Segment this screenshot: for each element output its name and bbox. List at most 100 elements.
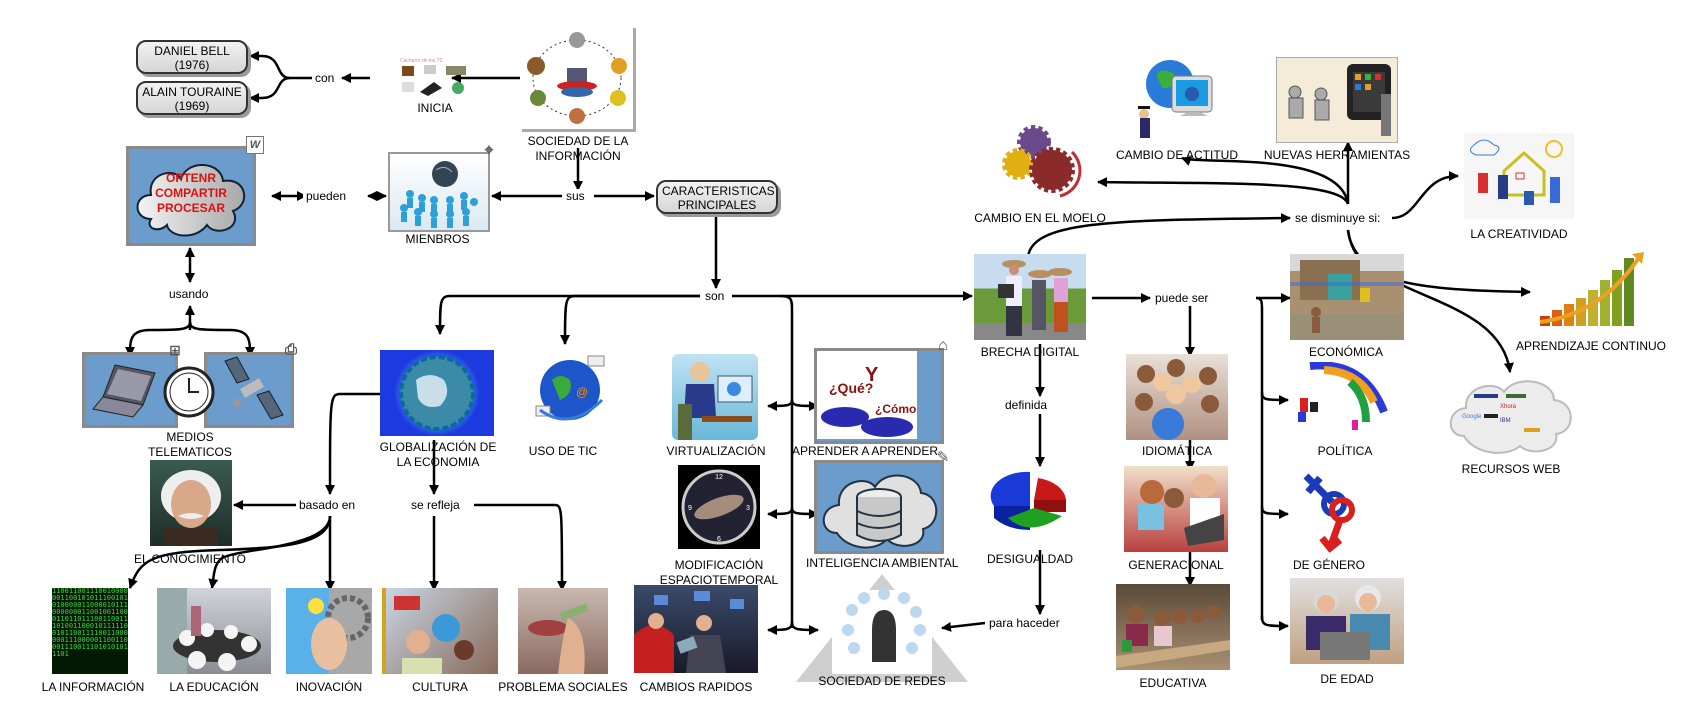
svg-text:Google: Google bbox=[1462, 414, 1482, 420]
politica-label: POLÍTICA bbox=[1317, 444, 1373, 458]
recursos-web-image[interactable]: Xhora Google IBM bbox=[1444, 372, 1578, 456]
graduate-monitor-icon bbox=[1138, 60, 1213, 138]
elderly-laptop-icon bbox=[1306, 585, 1390, 660]
inteligencia-image[interactable] bbox=[814, 460, 944, 554]
house-icon[interactable]: ⌂ bbox=[938, 337, 948, 354]
problemas-image[interactable] bbox=[518, 588, 608, 674]
laptop-node[interactable] bbox=[82, 352, 178, 428]
cambio-modelo-image[interactable] bbox=[996, 122, 1086, 198]
growth-bar-chart-icon bbox=[1539, 252, 1644, 326]
aprendizaje-label: APRENDIZAJE CONTINUO bbox=[1516, 339, 1667, 353]
economica-label: ECONÓMICA bbox=[1308, 345, 1383, 359]
svg-text:6: 6 bbox=[717, 536, 721, 543]
caracteristicas-node[interactable]: CARACTERISTICAS PRINCIPALES bbox=[656, 180, 778, 214]
aprendizaje-image[interactable] bbox=[1532, 248, 1650, 334]
educacion-label: LA EDUCACIÓN bbox=[169, 680, 259, 694]
globe-icon bbox=[399, 355, 475, 431]
linking-word-con: con bbox=[312, 71, 338, 85]
recursos-web-label: RECURSOS WEB bbox=[1461, 462, 1561, 476]
educacion-image[interactable] bbox=[157, 588, 271, 674]
virtualizacion-image[interactable] bbox=[672, 354, 758, 440]
linking-word-pueden: pueden bbox=[303, 189, 350, 203]
linking-word-definida: definida bbox=[1002, 398, 1051, 412]
desigualdad-image[interactable] bbox=[988, 466, 1072, 542]
sociedad-informacion-label: SOCIEDAD DE LA INFORMACIÓN bbox=[527, 134, 629, 163]
sociedad-redes-image[interactable] bbox=[792, 570, 972, 688]
smoking-icon bbox=[528, 603, 589, 674]
edad-image[interactable] bbox=[1290, 578, 1404, 664]
cambios-rapidos-image[interactable] bbox=[634, 585, 758, 673]
printer-icon[interactable]: ⎙ bbox=[284, 341, 297, 358]
linking-word-son: son bbox=[702, 289, 728, 303]
uso-tic-label: USO DE TIC bbox=[528, 444, 598, 458]
politica-image[interactable] bbox=[1294, 362, 1394, 432]
conocimiento-image[interactable] bbox=[150, 460, 232, 546]
sociedad-informacion-image[interactable] bbox=[522, 28, 636, 132]
globalizacion-image[interactable] bbox=[380, 350, 494, 436]
linking-word-se-refleja: se refleja bbox=[408, 498, 463, 512]
daniel-bell-node[interactable]: DANIEL BELL (1976) bbox=[136, 40, 248, 74]
svg-text:12: 12 bbox=[715, 474, 723, 481]
linking-word-para-haceder: para haceder bbox=[986, 616, 1063, 630]
aprender-image[interactable]: ¿Qué? Y ¿Cómo? bbox=[814, 348, 944, 444]
brecha-image[interactable] bbox=[974, 254, 1086, 340]
inicia-image: Cacharro de los 70 bbox=[400, 58, 475, 98]
gears-icon bbox=[1002, 125, 1082, 198]
mienbros-image[interactable] bbox=[388, 152, 490, 232]
culture-collage-icon bbox=[382, 588, 474, 674]
cambios-rapidos-label: CAMBIOS RAPIDOS bbox=[639, 680, 753, 694]
economica-image[interactable] bbox=[1290, 254, 1404, 340]
satellite-node[interactable] bbox=[204, 352, 294, 428]
optenr-compartir-procesar-node[interactable]: OPTENR COMPARTIR PROCESAR bbox=[126, 146, 256, 246]
satellite-icon bbox=[224, 356, 284, 420]
cultura-image[interactable] bbox=[382, 588, 498, 674]
genero-label: DE GÉNERO bbox=[1292, 558, 1365, 572]
network-people-icon bbox=[527, 32, 627, 124]
poverty-house-icon bbox=[1290, 260, 1404, 333]
generacional-image[interactable] bbox=[1124, 466, 1228, 552]
svg-text:¿Qué?: ¿Qué? bbox=[829, 380, 873, 396]
social-network-head-icon bbox=[796, 574, 968, 682]
idiomatica-image[interactable] bbox=[1126, 354, 1228, 440]
informacion-image[interactable]: 1100110011100100000011001010111001010100… bbox=[52, 588, 128, 674]
org-chart-icon[interactable]: ⊞ bbox=[169, 342, 181, 358]
creatividad-image[interactable] bbox=[1464, 133, 1574, 219]
person-computer-icon bbox=[678, 362, 753, 440]
alain-touraine-label: ALAIN TOURAINE (1969) bbox=[142, 85, 242, 113]
uso-tic-image[interactable]: @ bbox=[530, 350, 610, 428]
linking-word-usando: usando bbox=[166, 287, 212, 301]
pawns-crowd-icon bbox=[1298, 362, 1388, 430]
cloud-line-procesar: PROCESAR bbox=[156, 201, 225, 215]
linking-word-puede-ser: puede ser bbox=[1152, 291, 1212, 305]
connection-icon[interactable]: ⌖ bbox=[484, 142, 494, 159]
alain-touraine-node[interactable]: ALAIN TOURAINE (1969) bbox=[136, 81, 248, 115]
einstein-icon bbox=[161, 470, 221, 546]
inicia-label: INICIA bbox=[417, 101, 453, 115]
inovacion-label: INOVACIÓN bbox=[295, 680, 363, 694]
nuevas-herramientas-image[interactable] bbox=[1276, 57, 1398, 143]
educativa-image[interactable] bbox=[1116, 584, 1230, 670]
cambio-modelo-label: CAMBIO EN EL MOELO bbox=[974, 211, 1106, 225]
crowd-globe-icon bbox=[400, 161, 478, 228]
web-logos-cloud-icon: Xhora Google IBM bbox=[1449, 380, 1572, 454]
inovacion-image[interactable] bbox=[286, 588, 372, 674]
brecha-label: BRECHA DIGITAL bbox=[980, 345, 1080, 359]
word-document-icon[interactable]: W bbox=[246, 136, 264, 154]
genero-image[interactable] bbox=[1296, 470, 1360, 554]
inicia-caption: Cacharro de los 70 bbox=[400, 58, 443, 64]
stock-exchange-icon bbox=[634, 591, 744, 673]
problemas-label: PROBLEMA SOCIALES bbox=[498, 680, 628, 694]
svg-text:3: 3 bbox=[746, 505, 750, 512]
cloud-database-icon bbox=[822, 474, 938, 549]
svg-text:IBM: IBM bbox=[1500, 418, 1511, 424]
scroll-icon[interactable]: ✎ bbox=[936, 449, 950, 466]
globalizacion-label: GLOBALIZACIÓN DE LA ECONOMIA bbox=[379, 440, 497, 469]
linking-word-basado-en: basado en bbox=[296, 498, 359, 512]
conocimiento-label: EL CONOCIMIENTO bbox=[133, 552, 246, 566]
virtualizacion-label: VIRTUALIZACIÓN bbox=[666, 444, 766, 458]
family-computer-icon bbox=[998, 260, 1072, 336]
cambio-actitud-image[interactable] bbox=[1134, 56, 1218, 140]
modificacion-label: MODIFICACIÓN ESPACIOTEMPORAL bbox=[659, 558, 779, 587]
